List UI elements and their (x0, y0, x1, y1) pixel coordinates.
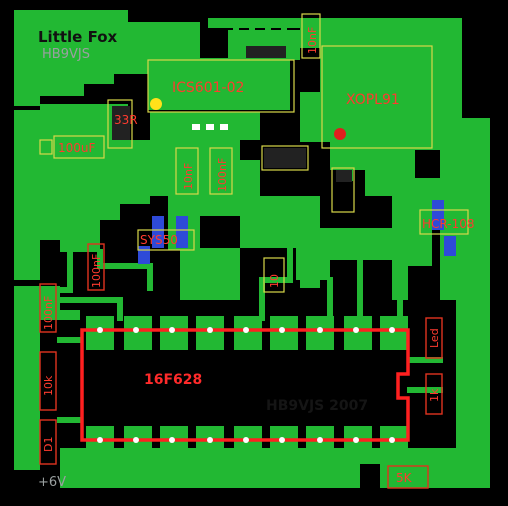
silk-pad-left (39, 139, 53, 155)
silk-hcr108 (419, 209, 469, 235)
copper-pours (14, 10, 490, 488)
mcu-pin-dots (97, 327, 395, 443)
silk-xopl91 (321, 45, 433, 149)
silk-33r (107, 99, 133, 149)
label-5k: 5K (396, 471, 413, 485)
label-1k: 1k (428, 388, 441, 402)
label-hcr108: HCR-108 (422, 217, 475, 231)
label-10nf-top: 10nF (306, 27, 319, 54)
vias (150, 98, 346, 140)
silk-lower (331, 167, 355, 213)
label-d1: D1 (42, 437, 55, 452)
via-yellow (150, 98, 162, 110)
silk-10nf-top (301, 13, 321, 59)
label-sys50: SYS50 (140, 233, 178, 247)
silk-100uf (53, 135, 105, 159)
label-10k: 10k (42, 375, 55, 396)
silk-smd (261, 145, 309, 171)
via-red (334, 128, 346, 140)
board-callsign: HB9VJS (42, 47, 90, 62)
label-10nf-a: 10nF (182, 163, 195, 190)
label-100nf-a: 100nF (216, 158, 229, 192)
label-copyright: HB9VJS 2007 (266, 398, 368, 414)
silk-ics601 (147, 59, 295, 113)
silk-10nf-a (175, 147, 199, 195)
silk-sys50 (137, 229, 195, 251)
label-supply: +6V (38, 475, 66, 490)
label-100uf: 100uF (58, 141, 96, 155)
label-ics601: ICS601-02 (172, 80, 244, 96)
label-10: 10 (268, 274, 281, 288)
ref-boxes (39, 243, 443, 489)
label-33r: 33R (114, 113, 138, 127)
label-100nf-left2: 100nF (42, 296, 55, 330)
label-mcu: 16F628 (144, 372, 202, 388)
mcu-outline (80, 328, 410, 442)
label-led: Led (428, 328, 441, 348)
silkscreen (39, 13, 469, 293)
pad-row-top (86, 316, 408, 350)
silk-10 (263, 257, 285, 293)
label-100nf-left: 100nF (90, 254, 103, 288)
label-xopl91: XOPL91 (346, 92, 400, 108)
board-name: Little Fox (38, 28, 118, 46)
silk-100nf-a (209, 147, 233, 195)
